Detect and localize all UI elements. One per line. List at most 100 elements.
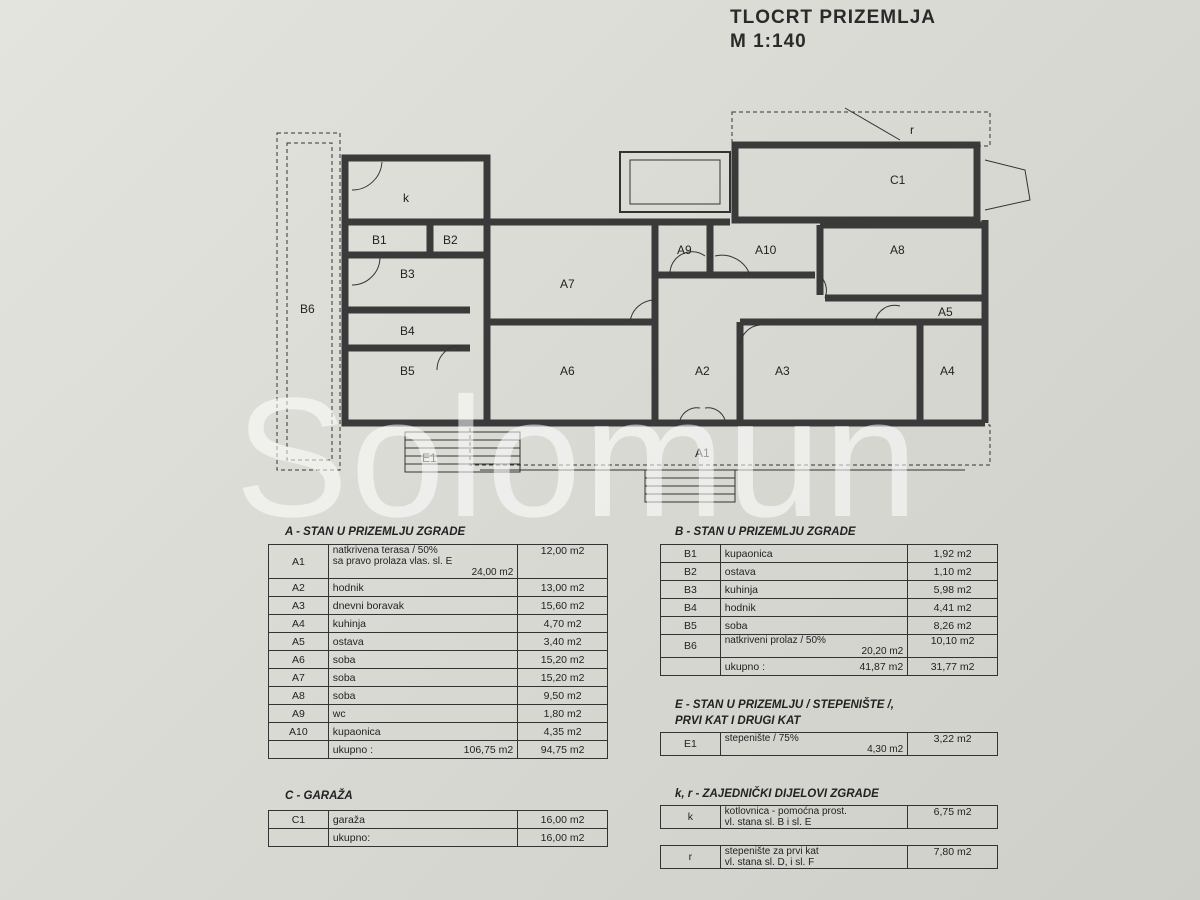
row-area: 3,22 m2 (907, 732, 998, 756)
room-label-e1: E1 (422, 451, 437, 465)
row-name-line-2: sa pravo prolaza vlas. sl. E (332, 556, 453, 567)
row-name: hodnik (327, 578, 519, 597)
total-label: ukupno: (327, 828, 519, 847)
row-name: wc (327, 704, 519, 723)
row-name-line-1: kotlovnica - pomoćna prost. (724, 806, 847, 817)
r-stair-arrow (844, 107, 901, 141)
row-area: 13,00 m2 (517, 578, 608, 597)
row-name: kuhinja (719, 580, 909, 599)
total-blank (268, 740, 329, 759)
row-name: soba (719, 616, 909, 635)
row-code: B4 (660, 598, 721, 617)
row-area: 5,98 m2 (907, 580, 998, 599)
row-name: dnevni boravak (327, 596, 519, 615)
row-code: A5 (268, 632, 329, 651)
row-area: 15,20 m2 (517, 668, 608, 687)
section-a-heading: A - STAN U PRIZEMLJU ZGRADE (285, 526, 466, 538)
row-area: 1,10 m2 (907, 562, 998, 581)
total-label: ukupno : (332, 743, 374, 756)
table-row: r stepenište za prvi kat vl. stana sl. D… (660, 845, 998, 869)
total-cell: ukupno : 41,87 m2 (719, 657, 909, 676)
row-code: C1 (268, 810, 329, 829)
total-gross: 106,75 m2 (463, 743, 514, 756)
total-net: 94,75 m2 (517, 740, 608, 759)
room-label-a8: A8 (890, 243, 905, 257)
row-code: B3 (660, 580, 721, 599)
row-area: 10,10 m2 (907, 634, 998, 658)
row-subarea: 24,00 m2 (471, 567, 514, 578)
table-e: E1 stepenište / 75% 4,30 m2 3,22 m2 (660, 732, 998, 756)
row-code: B6 (660, 634, 721, 658)
row-name-line-2: vl. stana sl. D, i sl. F (724, 857, 815, 868)
row-name: natkriveni prolaz / 50% 20,20 m2 (719, 634, 909, 658)
room-label-a1: A1 (695, 446, 710, 460)
total-cell: ukupno : 106,75 m2 (327, 740, 519, 759)
room-label-a5: A5 (938, 305, 953, 319)
planter-inner (629, 159, 721, 205)
row-area: 12,00 m2 (517, 544, 608, 579)
row-code: A2 (268, 578, 329, 597)
row-name: natkrivena terasa / 50% sa pravo prolaza… (327, 544, 519, 579)
room-label-b2: B2 (443, 233, 458, 247)
room-label-a4: A4 (940, 364, 955, 378)
doors (351, 159, 1031, 421)
total-area: 16,00 m2 (517, 828, 608, 847)
row-name: kuhinja (327, 614, 519, 633)
row-name-line-1: natkriveni prolaz / 50% (724, 635, 826, 646)
table-c: C1 garaža 16,00 m2 ukupno: 16,00 m2 (268, 810, 608, 847)
room-label-b3: B3 (400, 267, 415, 281)
section-b-heading: B - STAN U PRIZEMLJU ZGRADE (675, 526, 856, 538)
row-name: soba (327, 686, 519, 705)
section-e-heading-2: PRVI KAT I DRUGI KAT (675, 715, 801, 727)
room-label-b5: B5 (400, 364, 415, 378)
room-label-a2: A2 (695, 364, 710, 378)
room-label-a9: A9 (677, 243, 692, 257)
room-label-b4: B4 (400, 324, 415, 338)
row-area: 7,80 m2 (907, 845, 998, 869)
a1-terrace-outline (469, 424, 991, 466)
row-area: 4,35 m2 (517, 722, 608, 741)
row-area: 16,00 m2 (517, 810, 608, 829)
table-row: A1 natkrivena terasa / 50% sa pravo prol… (268, 544, 608, 579)
table-b-total-row: ukupno : 41,87 m2 31,77 m2 (660, 657, 998, 676)
b6-inner-outline (286, 142, 333, 461)
total-label: ukupno : (724, 660, 766, 673)
row-name: garaža (327, 810, 519, 829)
title-scale: M 1:140 (730, 31, 807, 52)
row-code: B5 (660, 616, 721, 635)
row-name-line-1: stepenište za prvi kat (724, 846, 819, 857)
row-code: B1 (660, 544, 721, 563)
row-name: stepenište za prvi kat vl. stana sl. D, … (719, 845, 909, 869)
table-k: k kotlovnica - pomoćna prost. vl. stana … (660, 805, 998, 829)
row-name-line-1: natkrivena terasa / 50% (332, 545, 438, 556)
total-blank (268, 828, 329, 847)
row-name: ostava (327, 632, 519, 651)
entrance-steps (644, 469, 736, 503)
section-e-heading-1: E - STAN U PRIZEMLJU / STEPENIŠTE /, (675, 699, 894, 711)
row-area: 8,26 m2 (907, 616, 998, 635)
section-kr-heading: k, r - ZAJEDNIČKI DIJELOVI ZGRADE (675, 788, 879, 800)
row-name: ostava (719, 562, 909, 581)
row-name: hodnik (719, 598, 909, 617)
room-label-a3: A3 (775, 364, 790, 378)
room-label-c1: C1 (890, 173, 906, 187)
row-name: soba (327, 650, 519, 669)
row-subarea: 4,30 m2 (867, 744, 904, 755)
row-name-line-2: vl. stana sl. B i sl. E (724, 817, 812, 828)
table-row: B6 natkriveni prolaz / 50% 20,20 m2 10,1… (660, 634, 998, 658)
total-net: 31,77 m2 (907, 657, 998, 676)
drawing-title: TLOCRT PRIZEMLJA M 1:140 (730, 6, 936, 54)
